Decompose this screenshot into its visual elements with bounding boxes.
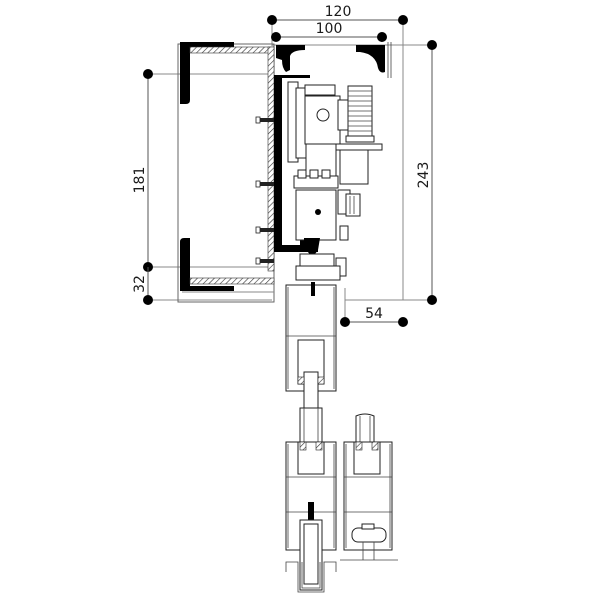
dimension-32: 32 — [132, 267, 272, 305]
dimension-label-181: 181 — [132, 167, 148, 194]
dimension-243: 243 — [272, 40, 437, 305]
track-profile — [274, 42, 392, 252]
floor-guide — [340, 523, 398, 561]
floor-channel — [285, 561, 337, 593]
belt-pulley — [345, 85, 375, 143]
glass-panel-left — [299, 407, 323, 449]
drive-motor-assembly — [287, 81, 383, 185]
dimension-label-32: 32 — [132, 275, 148, 293]
dimension-label-243: 243 — [416, 162, 432, 189]
door-leaf-bottom-left — [285, 441, 337, 591]
dimension-label-54: 54 — [365, 306, 383, 322]
dimension-54: 54 — [340, 288, 408, 327]
mounting-screws — [255, 116, 274, 265]
door-leaf-top-profile — [285, 282, 337, 409]
dimension-label-120: 120 — [325, 4, 352, 20]
dimension-100: 100 — [271, 21, 387, 42]
carriage-roller-assembly — [293, 169, 361, 281]
dimension-label-100: 100 — [316, 21, 343, 37]
dimension-181: 181 — [132, 69, 272, 272]
dimension-120: 120 — [267, 4, 408, 300]
